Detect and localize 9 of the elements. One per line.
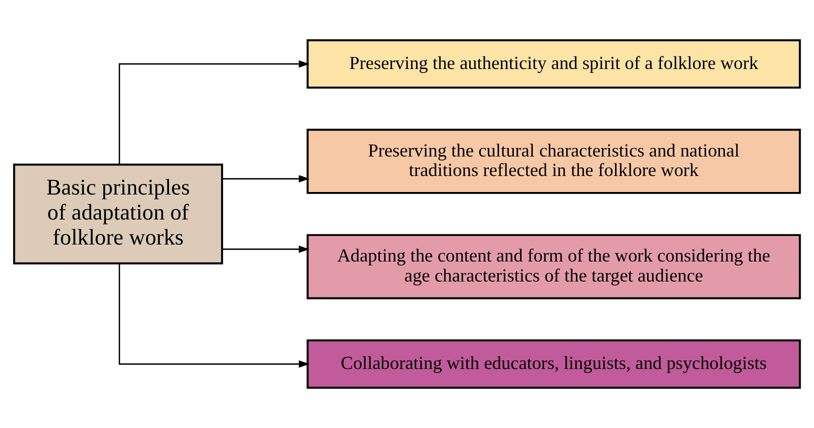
arrow — [222, 175, 310, 182]
node-box: Basic principles of adaptation of folklore works — [13, 164, 224, 264]
arrow — [222, 246, 310, 253]
node-box: Adapting the content and form of the work considering the age characteristics of the target audience — [306, 234, 801, 300]
node-box: Preserving the cultural characteristics and national traditions reflected in the folklore work — [306, 128, 801, 194]
arrow — [118, 264, 310, 368]
arrow — [118, 60, 310, 164]
node-box: Collaborating with educators, linguists, and psychologists — [306, 339, 801, 389]
node-box: Preserving the authenticity and spirit of a folklore work — [306, 39, 801, 89]
